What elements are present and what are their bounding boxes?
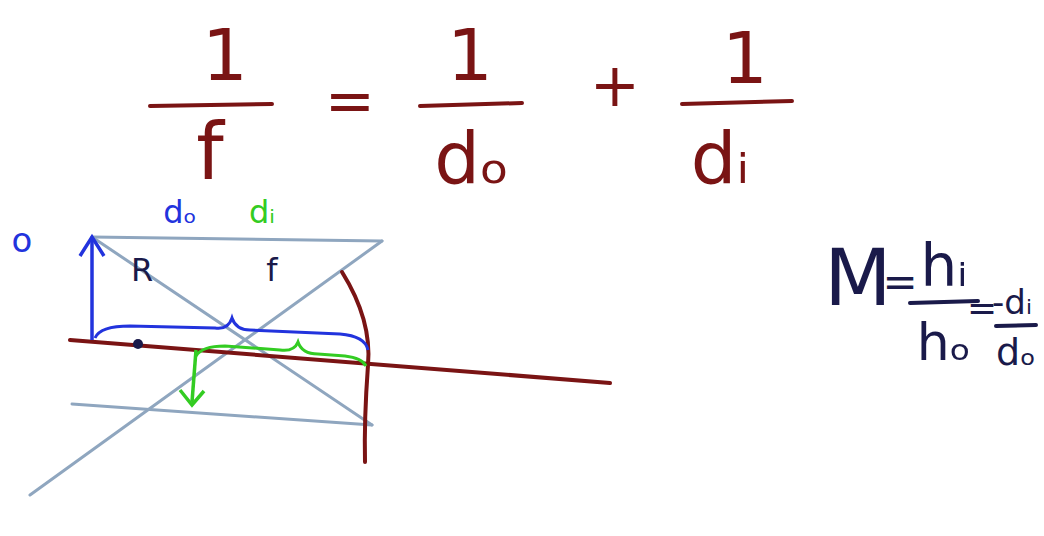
fraction-bar — [150, 104, 272, 106]
distance-label: dₒ — [163, 196, 197, 228]
equation-term: f — [196, 113, 223, 191]
light-ray — [92, 237, 382, 241]
light-ray — [30, 241, 382, 495]
equation-term: -dᵢ — [992, 285, 1032, 319]
distance-label: dᵢ — [249, 196, 275, 228]
equation-term: dₒ — [996, 333, 1036, 371]
fraction-bar — [420, 103, 522, 106]
concave-mirror — [342, 272, 368, 462]
image-arrow — [192, 350, 196, 402]
equation-term: 1 — [447, 19, 493, 91]
equation-sign: = — [882, 261, 917, 303]
equation-term: 1 — [722, 22, 768, 94]
equation-term: 1 — [202, 19, 248, 91]
equation-sign: = — [325, 70, 375, 130]
point-label: f — [266, 254, 277, 286]
curvature-point — [133, 339, 143, 349]
distance-bracket — [196, 342, 366, 366]
equation-term: dₒ — [434, 122, 509, 194]
equation-term: hₒ — [917, 316, 971, 368]
object-arrow — [80, 237, 104, 256]
object-label: o — [12, 223, 33, 257]
fraction-bar — [682, 101, 792, 104]
light-ray — [72, 404, 372, 425]
image-arrow — [180, 390, 204, 405]
point-label: R — [131, 254, 153, 286]
fraction-bar — [996, 325, 1036, 326]
equation-term: M — [824, 239, 891, 317]
principal-axis — [70, 340, 610, 383]
equation-term: dᵢ — [691, 122, 750, 194]
light-ray — [92, 237, 372, 425]
equation-sign: + — [590, 55, 640, 115]
object-arrow — [90, 240, 94, 340]
equation-term: hᵢ — [920, 237, 967, 295]
